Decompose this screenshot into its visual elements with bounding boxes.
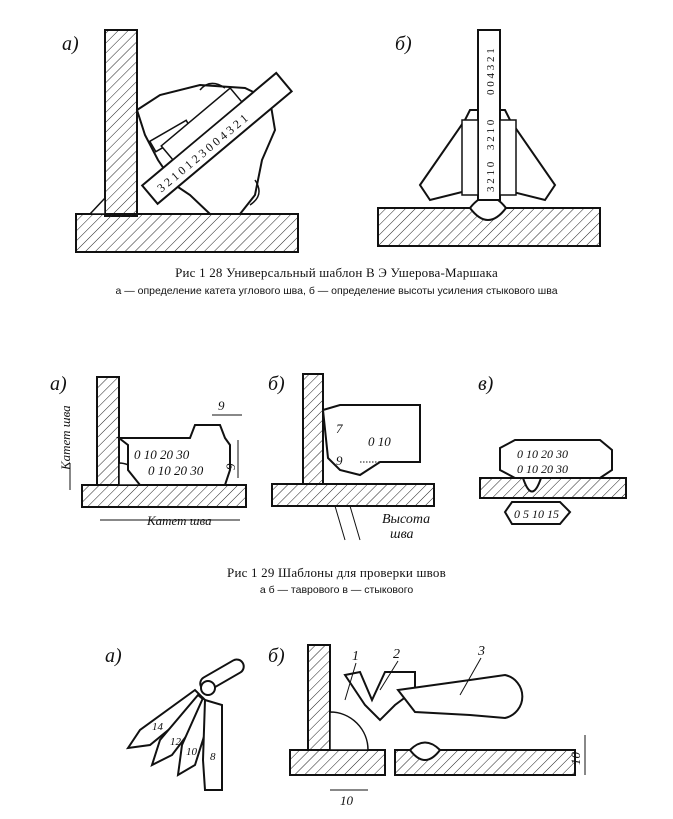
fig129-b: б) 7 9 0 10 Высота шва — [268, 373, 435, 542]
gauge-leg — [499, 119, 517, 196]
fig128-label-a: а) — [62, 33, 79, 55]
fig129-caption-sub: а б — таврового в — стыкового — [259, 584, 414, 596]
gauge-blade — [201, 698, 223, 791]
base-plate — [75, 213, 299, 253]
fig129-label-b: б) — [268, 373, 285, 395]
fig129-b-num-7: 7 — [336, 421, 343, 436]
fig129-v-scale1: 0 10 20 30 — [517, 447, 568, 461]
fig129-vysota-line2: шва — [390, 527, 414, 542]
fig128-a: а) 3 2 1 0 1 2 3 0 0 4 3 2 1 — [62, 29, 299, 253]
fig129-v: в) 0 10 20 30 0 10 20 30 0 5 10 15 — [478, 373, 627, 525]
rotation-arrow — [199, 82, 226, 91]
fig128-caption-sub: а — определение катета углового шва, б —… — [115, 285, 558, 297]
fig129-caption-title: Рис 1 29 Шаблоны для проверки швов — [227, 565, 446, 580]
fig128-caption-title: Рис 1 28 Универсальный шаблон В Э Ушеров… — [175, 265, 498, 280]
leader-line — [459, 657, 482, 696]
fig128-label-b: б) — [395, 33, 412, 55]
rotation-arrow — [249, 179, 260, 206]
butt-plates — [479, 477, 627, 499]
fig130-blade-10: 10 — [186, 746, 198, 758]
fig129-a: а) 0 10 20 30 0 10 20 30 9 9 Катет шва К… — [50, 373, 247, 528]
fig130-dim-10-side: 10 — [568, 752, 583, 766]
weld-gauge-lower — [503, 501, 572, 525]
fig129-katet-horizontal: Катет шва — [146, 513, 212, 528]
fig129-vysota-line1: Высота — [382, 512, 430, 527]
fig130-blade-14: 14 — [152, 721, 164, 733]
fig128-caption: Рис 1 28 Универсальный шаблон В Э Ушеров… — [0, 265, 673, 297]
leader-line — [344, 662, 357, 701]
fig129-caption: Рис 1 29 Шаблоны для проверки швов а б —… — [0, 565, 673, 596]
fig130-dim-10-bottom: 10 — [340, 793, 354, 808]
weld-gauge — [116, 424, 231, 486]
vertical-plate — [307, 644, 331, 751]
fig129-dim-9-top: 9 — [218, 398, 225, 413]
fig128-scale-b-upper: 0 0 4 3 2 1 — [485, 48, 497, 95]
fig130-a: а) 14 12 10 8 — [105, 645, 245, 791]
gauge-slider — [396, 673, 524, 720]
vertical-plate — [104, 29, 138, 217]
fig128-scale-b-mid: 3 2 1 0 — [485, 119, 497, 150]
fig129-v-scale3: 0 5 10 15 — [514, 507, 559, 521]
fig130-label-b: б) — [268, 645, 285, 667]
fig129-b-num-9: 9 — [336, 453, 343, 468]
fillet-weld — [329, 711, 369, 751]
gauge-rule — [477, 29, 501, 201]
vertical-plate — [302, 373, 324, 485]
fig128-b: б) 0 0 4 3 2 1 3 2 1 0 3 2 1 0 — [377, 29, 601, 247]
fig129-v-scale2: 0 10 20 30 — [517, 462, 568, 476]
weld-gauge — [321, 404, 421, 477]
gauge-jaw — [343, 670, 416, 722]
fig129-dim-9-side: 9 — [223, 463, 238, 470]
base-plate — [81, 484, 247, 508]
fig130-blade-12: 12 — [170, 736, 182, 748]
fig130-blade-8: 8 — [210, 751, 216, 763]
fig129-label-a: а) — [50, 373, 67, 395]
vertical-plate — [96, 376, 120, 486]
fig130-part-2: 2 — [393, 647, 400, 662]
fig129-b-scale: 0 10 — [368, 434, 391, 449]
fig130-label-a: а) — [105, 645, 122, 667]
fig128-scale-b-low: 3 2 1 0 — [485, 161, 497, 192]
fig130-part-1: 1 — [352, 649, 359, 664]
base-plate-right — [394, 749, 576, 776]
fig130-part-3: 3 — [477, 644, 485, 659]
base-plate — [271, 483, 435, 507]
gauge-leg — [461, 119, 479, 196]
base-plate-left — [289, 749, 386, 776]
pivot-rivet — [200, 680, 216, 696]
fillet-weld — [88, 196, 106, 215]
weld-gauge-upper — [499, 439, 613, 479]
fig129-label-v: в) — [478, 373, 494, 395]
leader-line — [334, 505, 346, 541]
fig129-scale-row1: 0 10 20 30 — [134, 447, 190, 462]
leader-line — [379, 660, 399, 691]
fig129-scale-row2: 0 10 20 30 — [148, 463, 204, 478]
fig130-b: б) 1 2 3 10 10 — [268, 644, 586, 808]
fig129-katet-vertical: Катет шва — [58, 405, 73, 471]
butt-weld — [408, 741, 442, 761]
leader-line — [349, 505, 361, 541]
